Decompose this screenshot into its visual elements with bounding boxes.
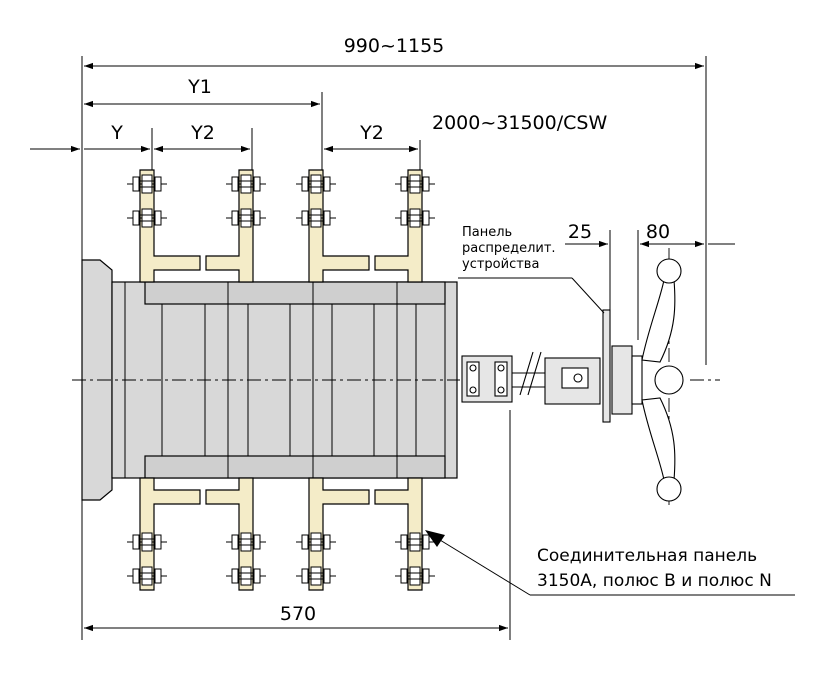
panel-label-line2: распределит.: [462, 241, 556, 256]
bolt-icon: [127, 174, 167, 194]
bolt-icon: [296, 532, 336, 552]
bolt-icon: [226, 174, 266, 194]
bolt-icon: [395, 566, 435, 586]
terminal-bolts: [127, 174, 435, 586]
bolt-icon: [395, 174, 435, 194]
dim-y: Y: [110, 122, 123, 144]
bolt-icon: [226, 532, 266, 552]
model-range: 2000~31500/CSW: [432, 112, 607, 134]
bolt-icon: [127, 532, 167, 552]
dim-y1: Y1: [187, 76, 212, 98]
dim-570: 570: [280, 603, 316, 625]
bolt-icon: [127, 566, 167, 586]
leader-arrowhead: [425, 530, 445, 547]
bolt-icon: [296, 566, 336, 586]
bolt-icon: [395, 208, 435, 228]
bolt-icon: [395, 532, 435, 552]
panel-label-line1: Панель: [462, 225, 512, 240]
connection-label-line2: 3150А, полюс В и полюс N: [537, 571, 772, 591]
bolt-icon: [226, 566, 266, 586]
dim-80: 80: [646, 221, 670, 243]
drive-shaft: [461, 258, 684, 502]
panel-label-line3: устройства: [462, 257, 539, 272]
dim-25: 25: [568, 221, 592, 243]
connection-label-line1: Соединительная панель: [537, 546, 757, 566]
dim-y2-right: Y2: [359, 122, 384, 144]
bolt-icon: [296, 174, 336, 194]
dimension-lines: [30, 56, 735, 640]
dim-total-width: 990~1155: [344, 35, 445, 57]
leader-lines: [439, 277, 795, 596]
dim-y2-left: Y2: [190, 122, 215, 144]
bolt-icon: [226, 208, 266, 228]
bolt-icon: [127, 208, 167, 228]
bolt-icon: [296, 208, 336, 228]
